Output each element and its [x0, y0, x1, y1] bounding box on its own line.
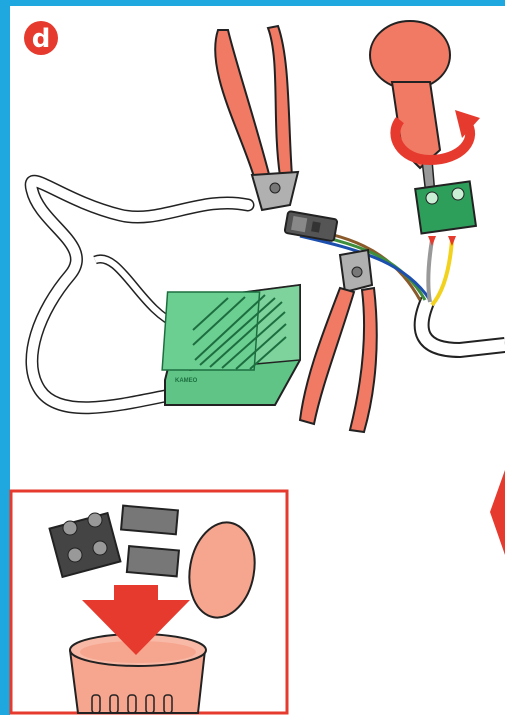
step-label: d [32, 24, 51, 54]
heating-pad-housing: KAMEO [162, 285, 300, 405]
step-d-badge: d [24, 21, 58, 55]
disposal-inset [11, 491, 287, 713]
device-logo: KAMEO [175, 378, 198, 384]
